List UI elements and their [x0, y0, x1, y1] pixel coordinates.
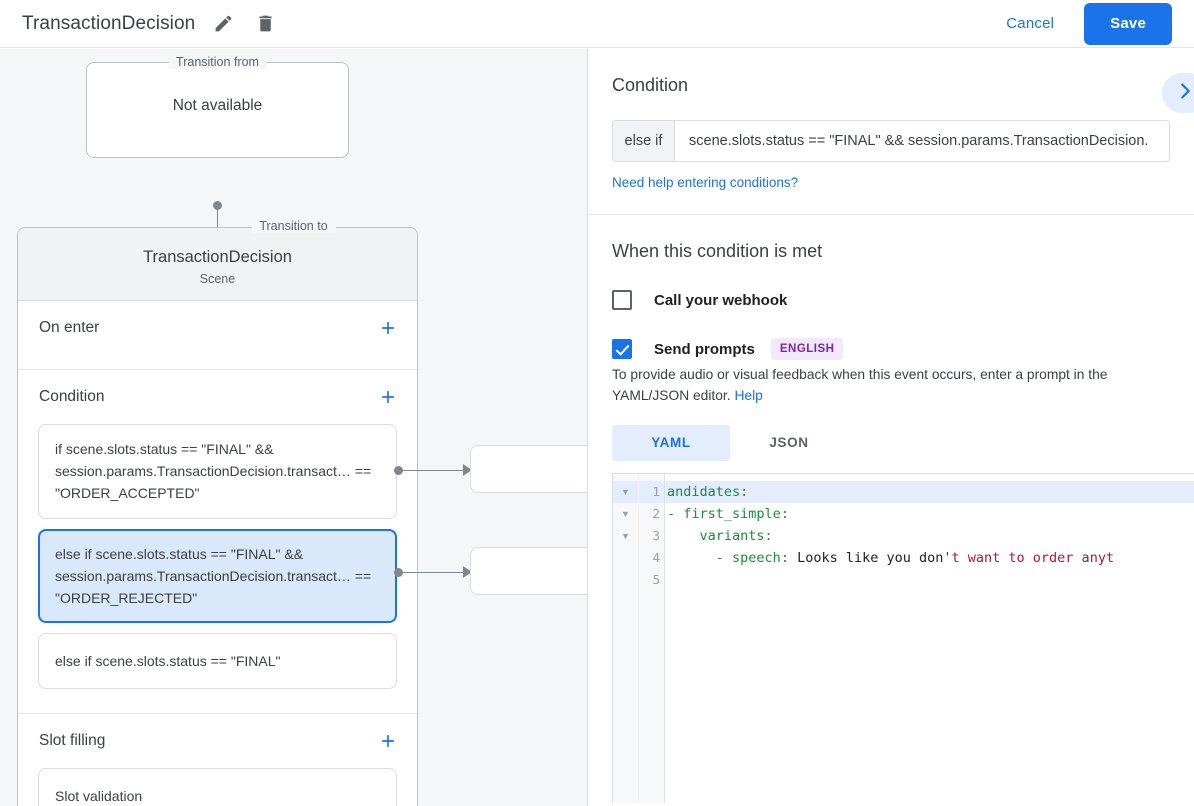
line-number: 1 [639, 480, 664, 503]
trash-icon [255, 13, 276, 34]
section-title-on-enter: On enter [39, 319, 100, 337]
panel-divider [587, 49, 588, 806]
code-token: : [780, 505, 789, 522]
send-prompts-checkbox-row[interactable]: Send prompts ENGLISH [612, 338, 1170, 360]
slot-validation-item[interactable]: Slot validation [38, 768, 397, 806]
condition-input-row[interactable]: else if [612, 120, 1170, 162]
section-header-condition: Condition [18, 370, 417, 424]
details-panel: Condition else if Need help entering con… [588, 49, 1194, 806]
code-token: : [740, 483, 749, 500]
transition-from-legend: Transition from [168, 55, 267, 69]
condition-expression-input[interactable] [675, 121, 1169, 161]
language-badge: ENGLISH [770, 338, 844, 360]
section-header-on-enter: On enter [18, 301, 417, 355]
line-number: 2 [652, 505, 660, 521]
condition-item-rejected[interactable]: else if scene.slots.status == "FINAL" &&… [38, 528, 397, 623]
scene-card-type: Scene [199, 272, 236, 287]
webhook-checkbox-row[interactable]: Call your webhook [612, 290, 1170, 310]
code-token: first_simple [683, 505, 781, 522]
page-title: TransactionDecision [22, 12, 196, 34]
condition-heading: Condition [612, 75, 689, 95]
plus-icon [378, 318, 398, 338]
chevron-right-icon [1174, 80, 1194, 107]
code-token: : [780, 549, 798, 566]
edit-name-button[interactable] [209, 10, 237, 38]
expand-panel-button[interactable] [1162, 73, 1194, 113]
delete-button[interactable] [251, 10, 279, 38]
fold-toggle-icon[interactable]: ▼ [613, 480, 638, 503]
tab-json[interactable]: JSON [769, 435, 809, 451]
scene-card-header[interactable]: TransactionDecision Scene [18, 228, 417, 302]
code-token: : [764, 527, 773, 544]
fold-spacer [613, 569, 638, 591]
condition-item-final[interactable]: else if scene.slots.status == "FINAL" [38, 632, 397, 690]
save-button[interactable]: Save [1084, 2, 1172, 45]
section-slot-filling: Slot filling Slot validation [18, 714, 417, 806]
plus-icon [378, 731, 398, 751]
plus-icon [378, 387, 398, 407]
section-on-enter: On enter [18, 301, 417, 371]
code-line[interactable]: variants: [665, 525, 1194, 547]
call-webhook-checkbox[interactable] [612, 290, 632, 310]
prompts-description-text: To provide audio or visual feedback when… [612, 367, 1108, 404]
add-on-enter-button[interactable] [375, 315, 401, 341]
scene-card-name: TransactionDecision [143, 248, 292, 266]
when-condition-met-section: When this condition is met Call your web… [588, 215, 1194, 803]
prompts-help-link[interactable]: Help [734, 388, 763, 404]
condition-prefix-label: else if [613, 121, 675, 161]
editor-code-area[interactable]: andidates:- first_simple: variants: - sp… [665, 474, 1194, 803]
pencil-icon [213, 13, 234, 34]
connector-arrow-accepted [463, 464, 472, 476]
fold-toggle-icon[interactable]: ▼ [621, 508, 630, 519]
tab-yaml[interactable]: YAML [612, 424, 730, 461]
cancel-button[interactable]: Cancel [992, 7, 1068, 40]
when-met-heading: When this condition is met [612, 241, 823, 261]
section-title-slot-filling: Slot filling [39, 732, 106, 750]
editor-fold-column[interactable]: ▼ ▼ ▼ [613, 473, 639, 803]
target-card-rejected[interactable] [470, 547, 587, 595]
fold-toggle-icon[interactable]: ▼ [621, 530, 630, 541]
code-token [667, 528, 700, 544]
code-token: - [667, 549, 733, 566]
code-token: 't want to order anyt [943, 549, 1115, 566]
scene-graph-canvas[interactable]: Transition from Not available Transition… [0, 49, 587, 806]
section-header-slot-filling: Slot filling [18, 714, 417, 768]
add-slot-filling-button[interactable] [375, 728, 401, 754]
transition-from-value: Not available [172, 97, 263, 114]
prompts-description: To provide audio or visual feedback when… [612, 364, 1170, 407]
connector-line-rejected [398, 571, 470, 574]
scene-card[interactable]: TransactionDecision Scene On enter Condi… [17, 227, 418, 806]
send-prompts-checkbox[interactable] [612, 339, 632, 359]
line-number: 4 [652, 549, 660, 565]
transition-from-card[interactable]: Transition from Not available [86, 55, 349, 158]
code-line[interactable]: - speech: Looks like you don't want to o… [665, 547, 1194, 569]
call-webhook-label: Call your webhook [654, 291, 788, 309]
code-line[interactable] [665, 569, 1194, 591]
section-condition: Condition if scene.slots.status == "FINA… [18, 370, 417, 715]
condition-editor-section: Condition else if Need help entering con… [588, 49, 1194, 215]
send-prompts-label: Send prompts [654, 340, 755, 358]
add-condition-button[interactable] [375, 384, 401, 410]
connector-line-accepted [398, 469, 470, 472]
condition-item-accepted[interactable]: if scene.slots.status == "FINAL" && sess… [38, 424, 397, 519]
line-number: 5 [652, 571, 660, 587]
app-header: TransactionDecision Cancel Save [0, 0, 1194, 48]
code-line[interactable]: andidates: [665, 480, 1194, 503]
fold-spacer [613, 547, 638, 569]
connector-arrow-rejected [463, 566, 472, 578]
section-title-condition: Condition [39, 388, 105, 406]
code-token: Looks like you don [797, 549, 944, 566]
target-card-accepted[interactable] [470, 445, 587, 493]
editor-line-numbers: 1 2 3 4 5 [639, 473, 665, 803]
code-token: andidates [667, 483, 741, 500]
condition-help-link[interactable]: Need help entering conditions? [612, 175, 799, 190]
code-token: variants [699, 527, 765, 544]
code-token: - [667, 505, 684, 522]
code-line[interactable]: - first_simple: [665, 503, 1194, 525]
code-token: speech [732, 549, 781, 566]
editor-format-tabs: YAML JSON [612, 424, 1170, 461]
transition-to-legend: Transition to [251, 219, 336, 233]
line-number: 3 [652, 527, 660, 543]
